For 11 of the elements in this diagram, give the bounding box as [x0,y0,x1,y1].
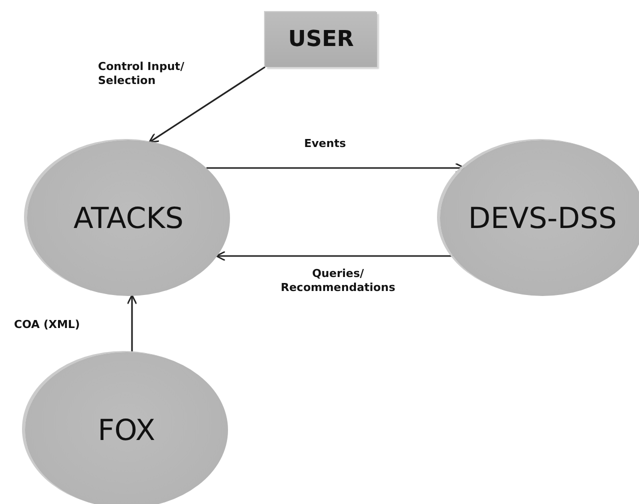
process-ellipse: ATACKS [27,140,230,296]
process-ellipse: DEVS-DSS [440,140,639,296]
arrow [216,250,453,262]
process-ellipse: FOX [25,352,228,504]
arrow [126,294,138,352]
edge-label: Queries/ Recommendations [280,267,396,296]
process-box: USER [265,12,377,67]
arrow [148,66,266,143]
edge-label: Control Input/ Selection [98,60,186,89]
edge-label: Events [303,137,347,152]
edge-label: COA (XML) [14,318,81,332]
